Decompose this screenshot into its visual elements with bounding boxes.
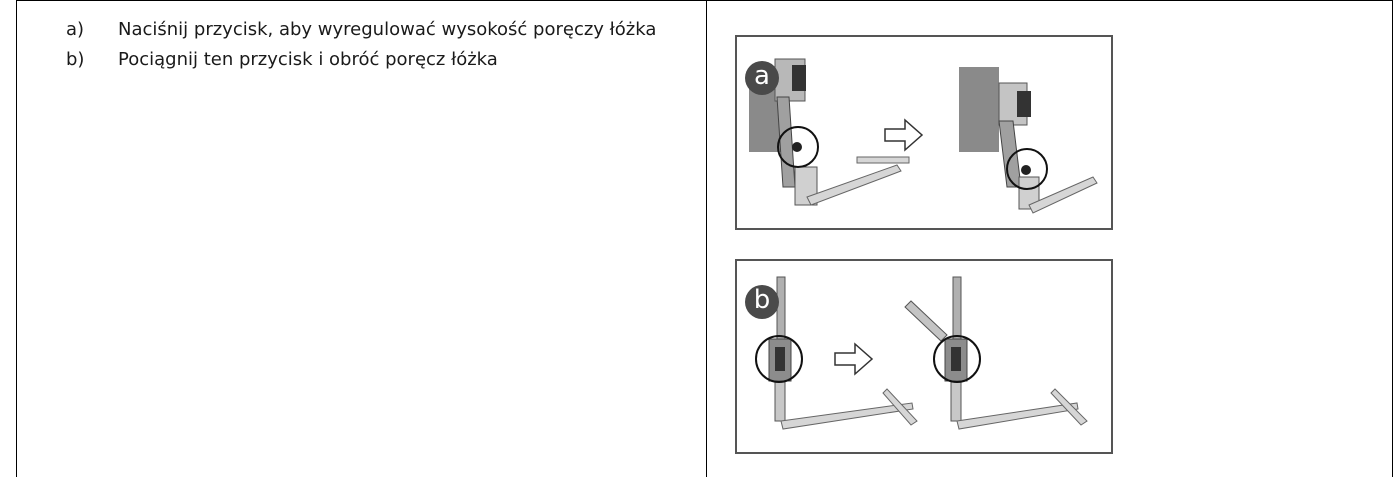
arrow-icon: [884, 118, 924, 152]
table-column-divider: [706, 0, 707, 477]
floor-tbar: [1050, 388, 1088, 426]
floor-tbar: [856, 156, 910, 164]
rail-arm: [998, 120, 1022, 188]
leg-tube: [950, 380, 962, 422]
figure-b-illustration: [755, 276, 1088, 430]
rail-pole: [952, 276, 962, 340]
leg-tube: [774, 380, 786, 422]
highlight-circle: [933, 335, 981, 383]
instruction-text: Pociągnij ten przycisk i obróć poręcz łó…: [118, 49, 498, 70]
floor-tbar: [882, 388, 918, 426]
figure-b-badge: b: [745, 285, 779, 319]
hinge-button: [951, 347, 961, 371]
figure-a-badge: a: [745, 61, 779, 95]
adjust-button: [1021, 165, 1031, 175]
rail-clip: [1017, 91, 1031, 117]
item-marker: b): [66, 49, 85, 70]
table-right-border: [1392, 0, 1393, 477]
floor-bar: [780, 402, 914, 430]
table-left-border: [16, 0, 17, 477]
figure-b-panel: b: [735, 259, 1113, 454]
leg-joint: [1018, 176, 1040, 210]
instruction-list: a) Naciśnij przycisk, aby wyregulować wy…: [66, 18, 698, 78]
floor-bar: [956, 402, 1079, 430]
instruction-item-a: a) Naciśnij przycisk, aby wyregulować wy…: [66, 18, 698, 42]
rail-arm: [776, 96, 796, 188]
arrow-icon: [834, 342, 874, 376]
floor-bar: [806, 164, 902, 206]
figure-a-illustration: [749, 58, 1098, 214]
bed-fabric: [959, 67, 999, 152]
item-marker: a): [66, 19, 85, 40]
hinge-button: [775, 347, 785, 371]
table-top-border: [16, 0, 1392, 1]
rail-pole: [776, 276, 786, 340]
adjust-button: [792, 142, 802, 152]
rotated-rail: [904, 300, 948, 342]
figure-a-panel: a: [735, 35, 1113, 230]
floor-bar: [1028, 176, 1098, 214]
highlight-circle: [777, 126, 819, 168]
rail-clip: [792, 65, 806, 91]
instruction-item-b: b) Pociągnij ten przycisk i obróć poręcz…: [66, 48, 698, 72]
highlight-circle: [755, 335, 803, 383]
instruction-text: Naciśnij przycisk, aby wyregulować wysok…: [118, 19, 657, 40]
highlight-circle: [1006, 148, 1048, 190]
